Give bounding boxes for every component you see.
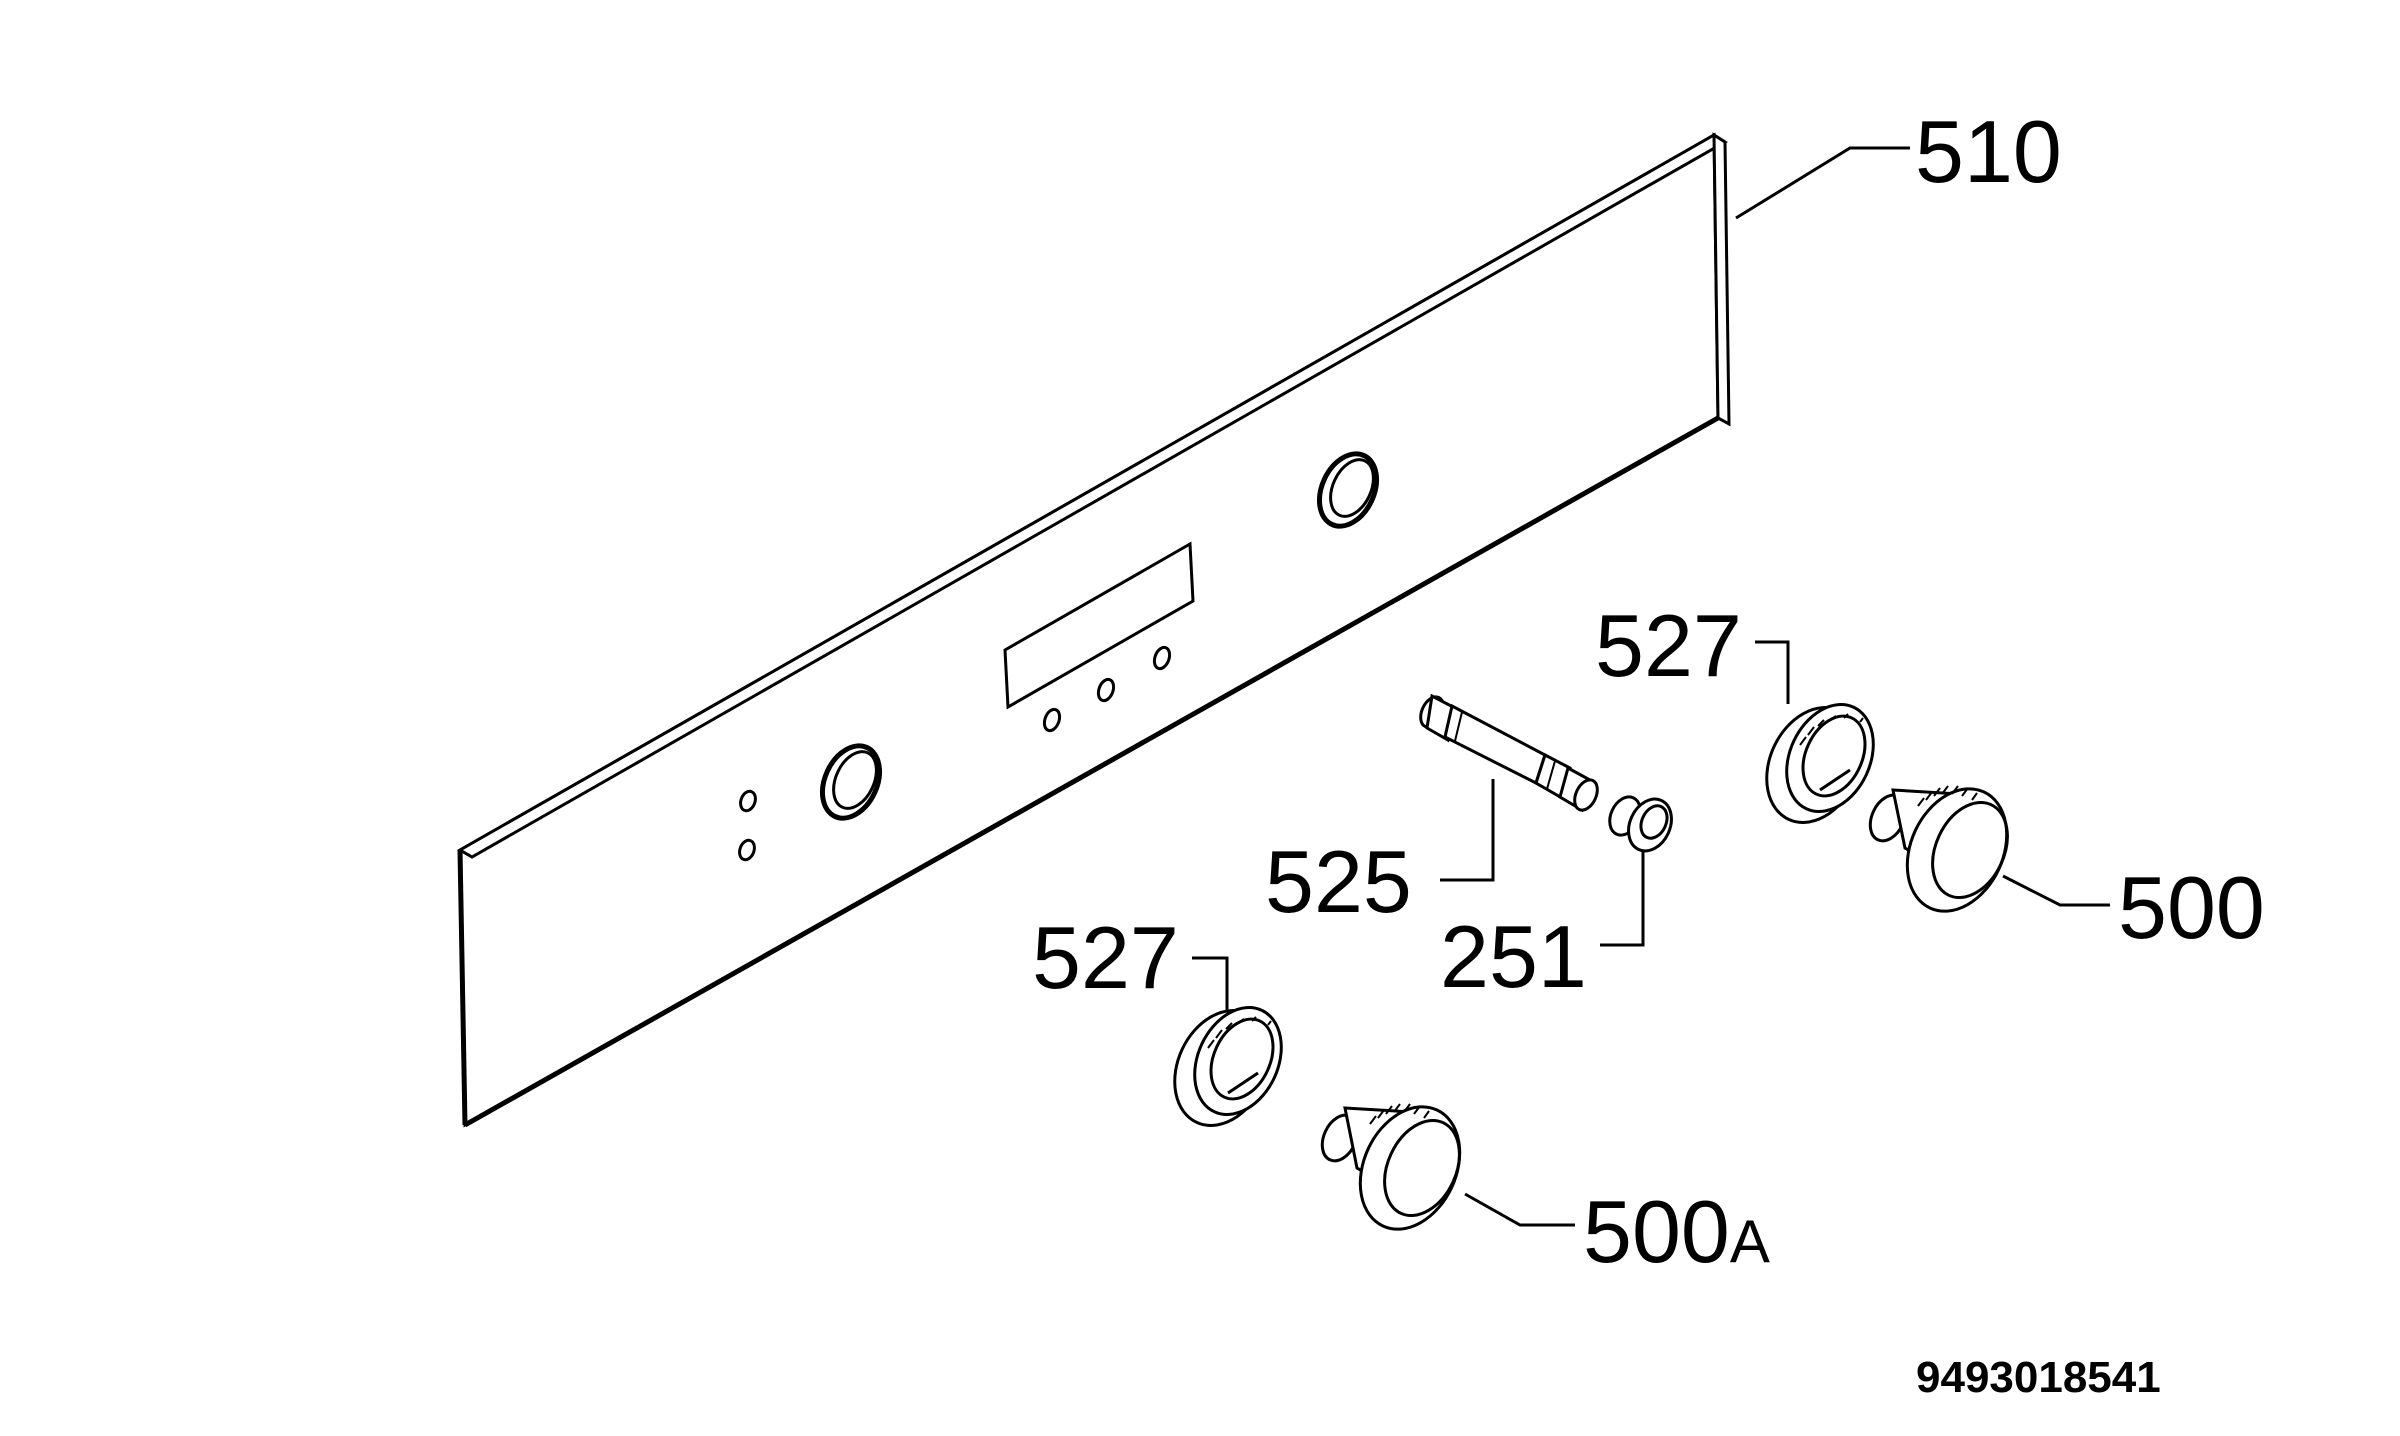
callout-510: 510: [1915, 102, 2062, 201]
callout-525: 525: [1265, 832, 1412, 931]
display-window: [1003, 541, 1195, 710]
callout-500A: 500A: [1583, 1182, 1770, 1281]
small-knob-251: [1608, 795, 1673, 853]
callout-527-upper: 527: [1595, 596, 1742, 695]
knob-500A: [1320, 1103, 1462, 1231]
control-panel: [456, 132, 1731, 1128]
indicator-hole: [738, 838, 756, 862]
callout-500: 500: [2118, 858, 2265, 957]
callout-527-lower: 527: [1032, 908, 1179, 1007]
button-hole: [1152, 645, 1172, 671]
bushing-527-upper: [1765, 703, 1875, 824]
knob-opening-right: [1316, 451, 1380, 529]
knob-opening-left: [819, 743, 883, 821]
bushing-527-lower: [1173, 1006, 1283, 1127]
document-number: 9493018541: [1916, 1353, 2161, 1402]
indicator-hole: [739, 789, 757, 813]
button-hole: [1042, 707, 1062, 733]
button-hole: [1096, 677, 1116, 703]
shaft-525: [1419, 693, 1599, 813]
knob-500: [1868, 785, 2009, 913]
callout-251: 251: [1440, 907, 1587, 1006]
